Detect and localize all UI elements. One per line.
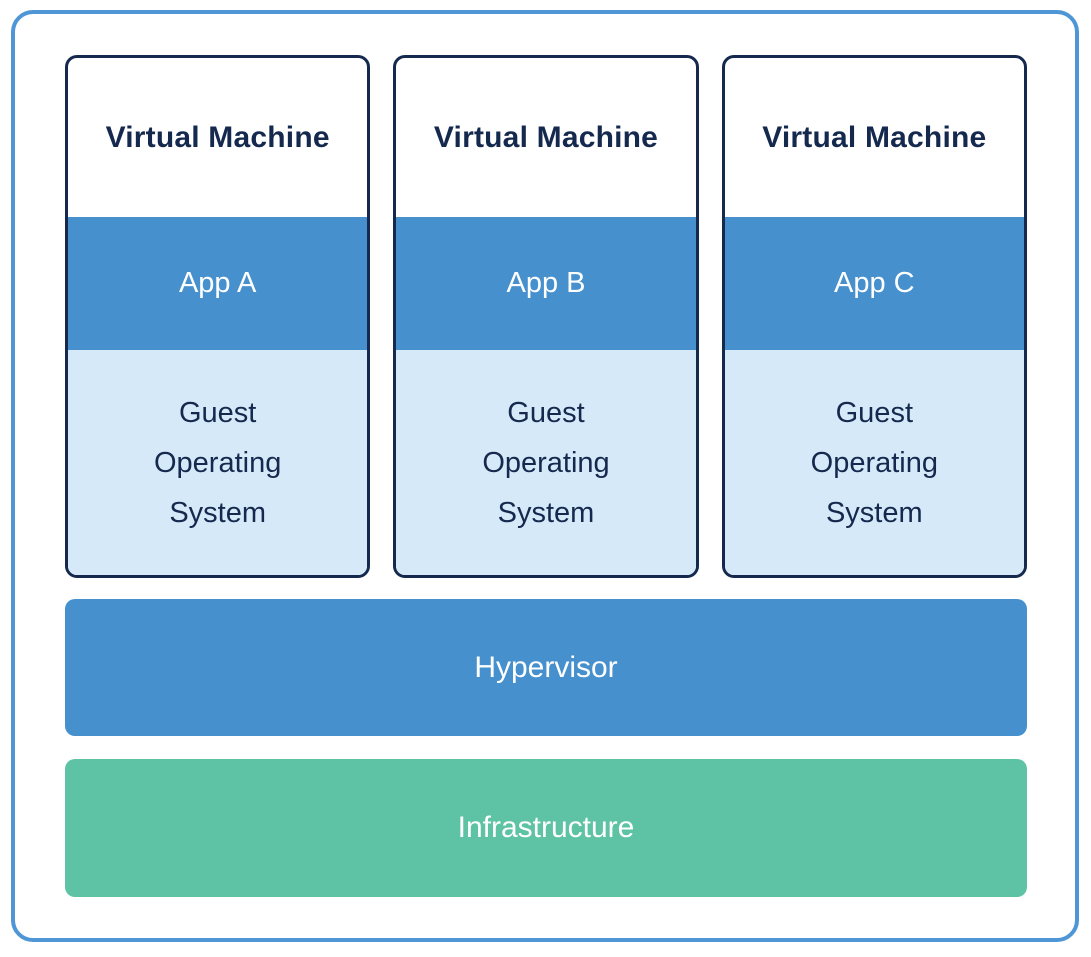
vm-title: Virtual Machine [433,120,659,154]
vm-app-band: App C [724,217,1024,350]
vm-guest-os-band: Guest Operating System [724,350,1024,575]
vm-box-3: Virtual Machine App C Guest Operating Sy… [721,55,1027,578]
vm-title: Virtual Machine [762,120,987,154]
vm-guest-os-band: Guest Operating System [396,350,696,575]
vm-app-band: App A [68,217,368,350]
vm-title: Virtual Machine [105,120,330,154]
vm-row: Virtual Machine App A Guest Operating Sy… [65,55,1027,578]
infrastructure-layer: Infrastructure [65,759,1027,897]
vm-app-band: App B [396,217,696,350]
diagram-frame: Virtual Machine App A Guest Operating Sy… [11,10,1079,942]
vm-guest-os-band: Guest Operating System [68,350,368,575]
vm-box-2: Virtual Machine App B Guest Operating Sy… [393,55,699,578]
hypervisor-layer: Hypervisor [65,599,1027,736]
vm-box-1: Virtual Machine App A Guest Operating Sy… [65,55,371,578]
